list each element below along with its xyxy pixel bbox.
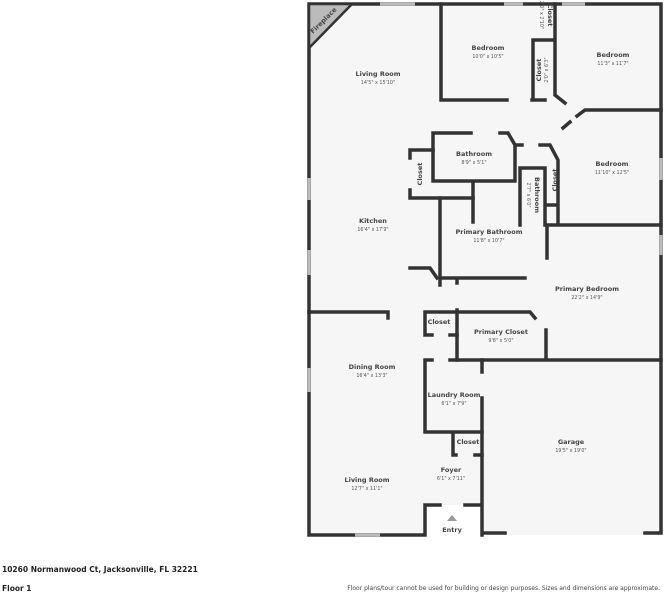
room-label: Living Room: [355, 70, 400, 78]
room-label: Bathroom: [456, 150, 492, 158]
room-dims: 2'7" x 6'0": [525, 182, 531, 207]
room-label: Closet: [428, 318, 451, 326]
room-dims: 6'1" x 7'11": [437, 476, 465, 482]
room-dims: 16'4" x 13'3": [356, 373, 387, 379]
room-dims: 16'4" x 17'9": [357, 227, 388, 233]
fireplace-hatch: [307, 2, 355, 52]
room-label: Laundry Room: [428, 391, 481, 399]
room-dims: 19'5" x 19'0": [555, 448, 586, 454]
room-label: Bedroom: [472, 44, 505, 52]
room-dims: 12'7" x 11'1": [351, 486, 382, 492]
room-label: Closet: [535, 59, 543, 82]
floor-label: Floor 1: [2, 584, 32, 593]
room-dims: 11'10" x 12'5": [595, 170, 629, 176]
room-label: Living Room: [344, 476, 389, 484]
room-label: Bedroom: [597, 51, 630, 59]
room-dims: 9'8" x 5'0": [488, 338, 513, 344]
room-dims: 11'3" x 11'7": [597, 61, 628, 67]
room-dims: 8'9" x 5'1": [461, 160, 486, 166]
room-label: Foyer: [441, 466, 462, 474]
room-dims: 2'0" x 2'10": [538, 1, 544, 29]
room-label: Entry: [442, 526, 462, 534]
room-label: Dining Room: [349, 363, 396, 371]
room-dims: 10'0" x 10'5": [472, 54, 503, 60]
room-dims: 2'0" x 6'3": [544, 57, 550, 82]
room-label: Primary Closet: [474, 328, 528, 336]
room-label: Primary Bathroom: [455, 228, 522, 236]
entry-arrow-icon: [447, 515, 457, 521]
floor-area: [309, 4, 661, 535]
address: 10260 Normanwood Ct, Jacksonville, FL 32…: [2, 565, 198, 574]
room-label: Closet: [457, 438, 480, 446]
room-dims: 11'8" x 10'7": [473, 238, 504, 244]
windows: [307, 2, 663, 537]
room-label: Garage: [558, 438, 585, 446]
room-label: Bedroom: [596, 160, 629, 168]
room-label: Closet: [416, 163, 424, 186]
room-dims: 6'1" x 7'9": [441, 401, 466, 407]
room-label: Closet: [546, 4, 554, 27]
room-label: Closet: [551, 169, 559, 192]
room-dims: 14'5" x 15'10": [361, 80, 395, 86]
room-dims: 22'2" x 14'9": [571, 295, 602, 301]
room-label: Primary Bedroom: [555, 285, 619, 293]
walls: [307, 2, 663, 537]
room-label: Bathroom: [533, 177, 541, 213]
disclaimer: Floor plans/tour cannot be used for buil…: [347, 585, 660, 592]
room-label: Kitchen: [359, 217, 387, 225]
